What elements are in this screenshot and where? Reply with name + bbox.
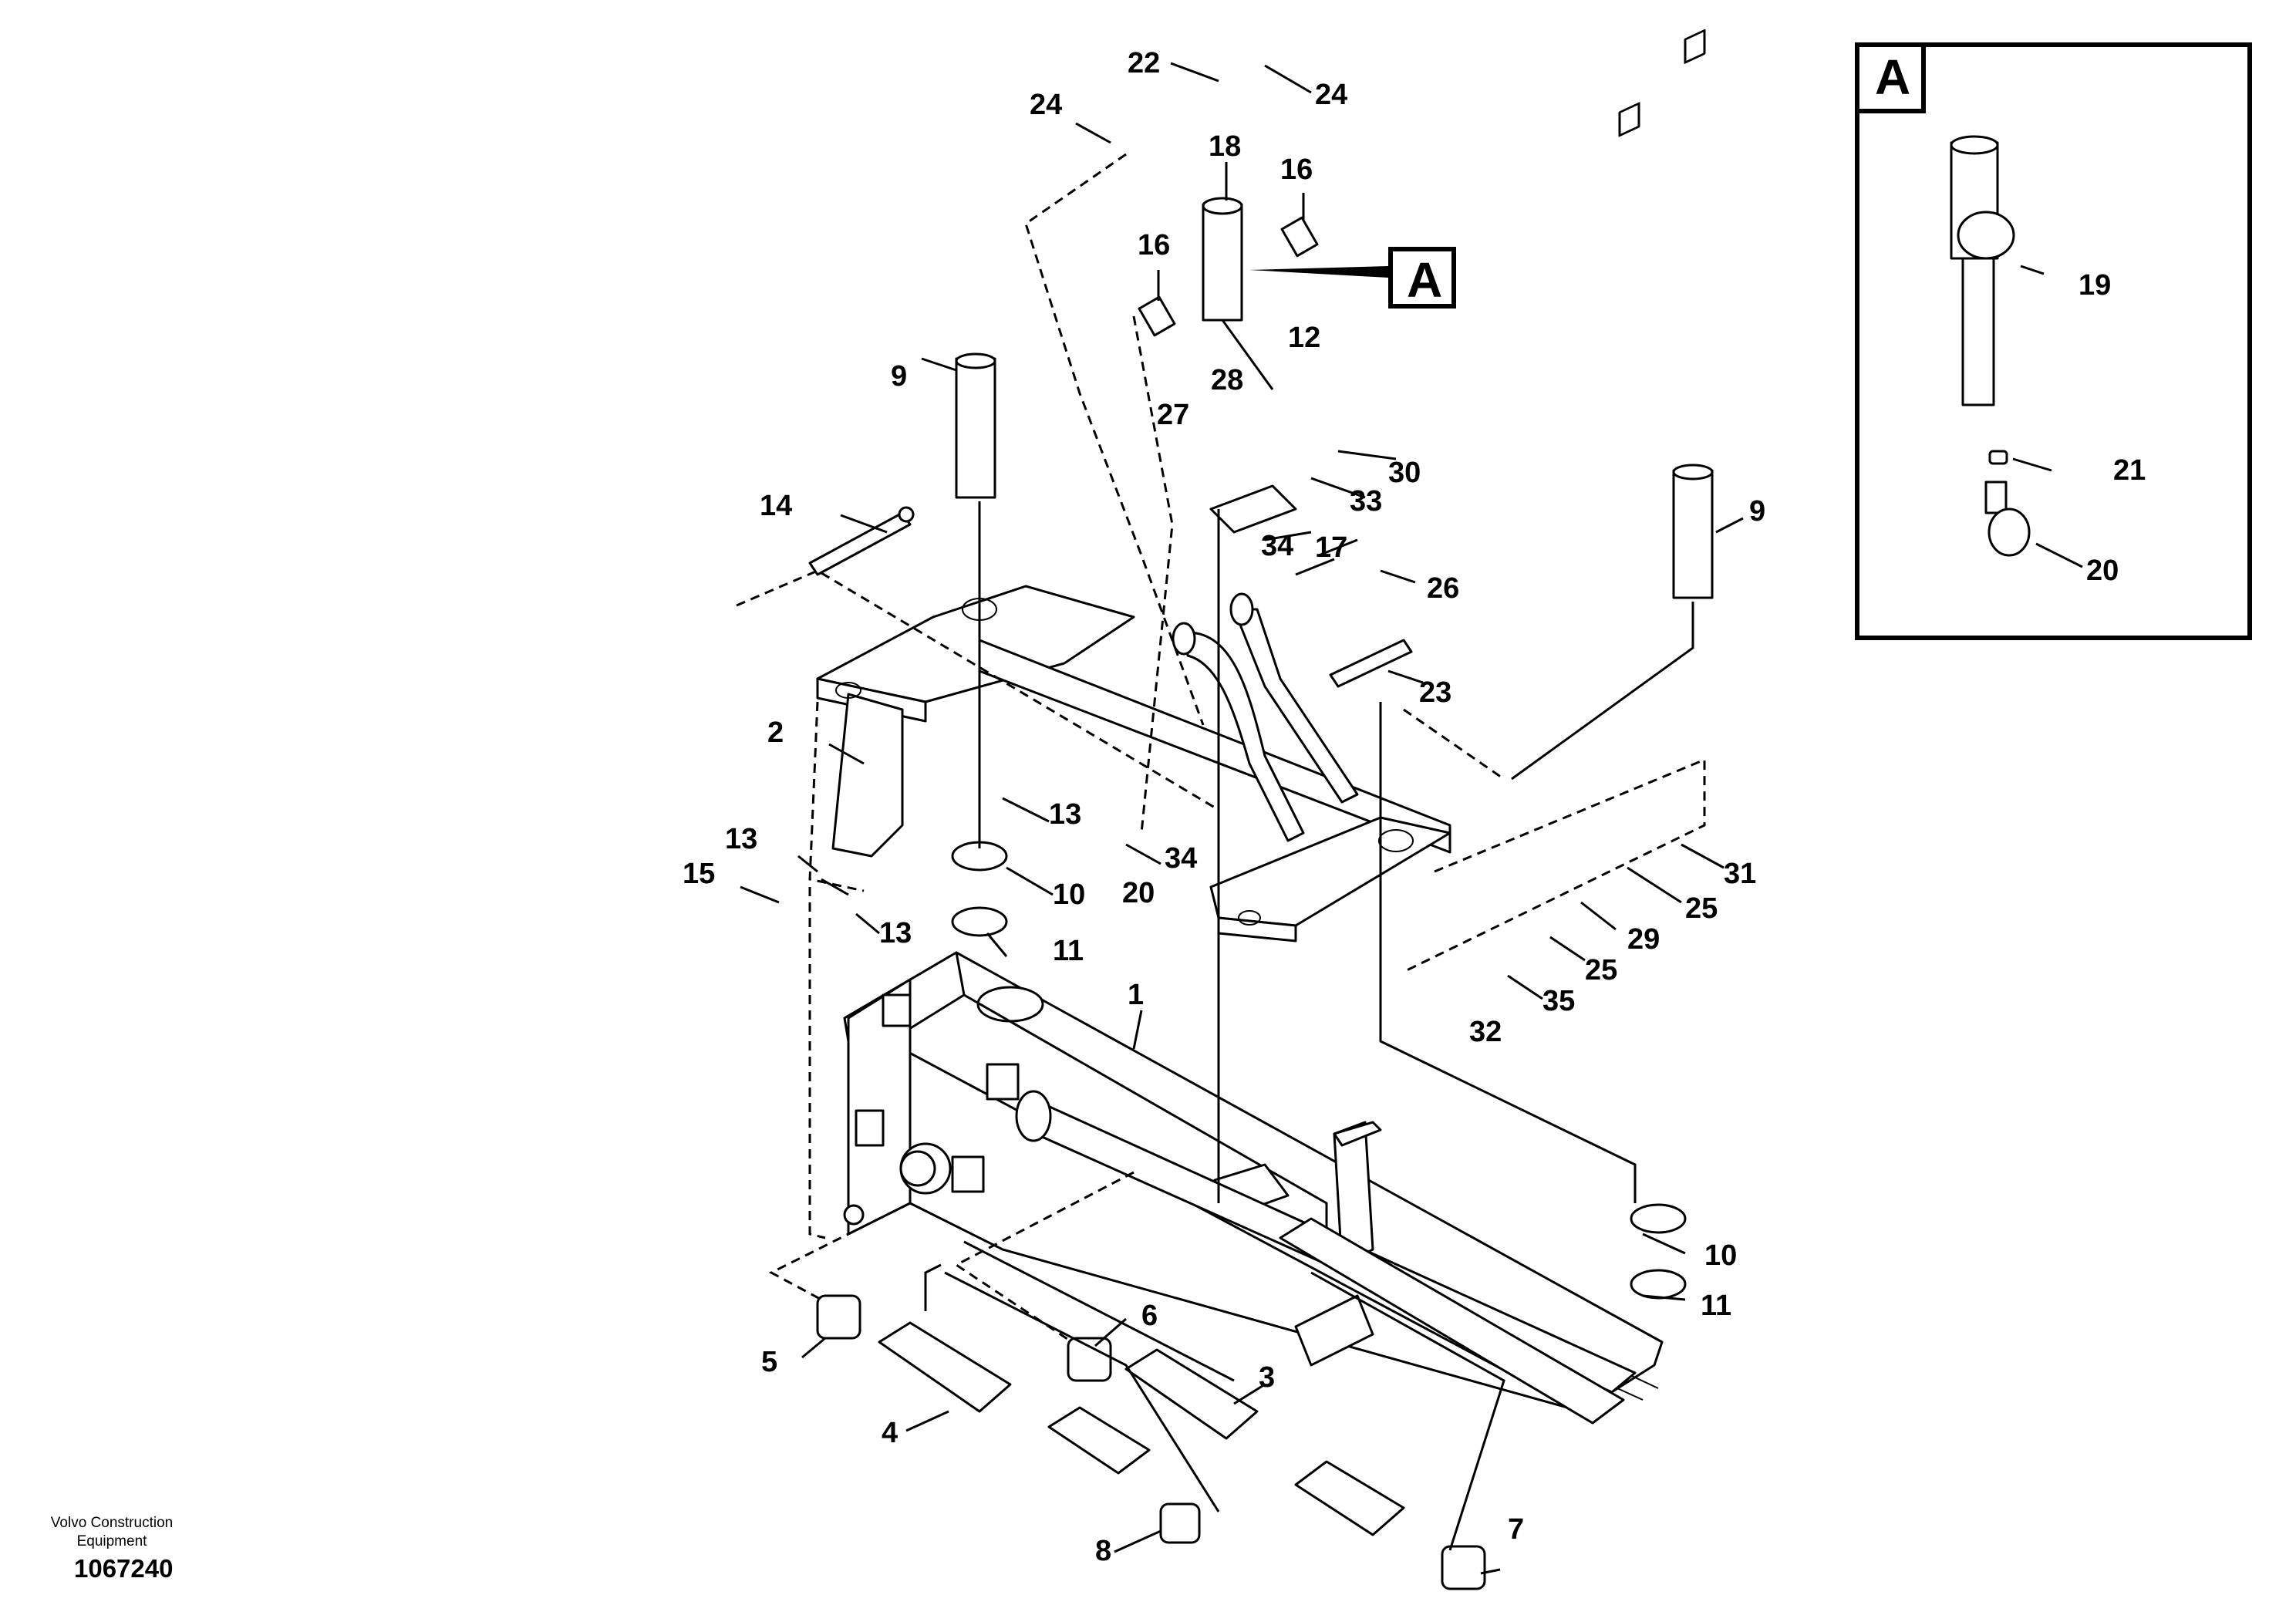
main-frame bbox=[843, 951, 1664, 1413]
callout-6: 6 bbox=[1141, 1300, 1158, 1332]
callout-16-top: 16 bbox=[1280, 153, 1313, 186]
callout-27: 27 bbox=[1157, 399, 1189, 431]
callout-9-left: 9 bbox=[891, 360, 907, 393]
callout-35: 35 bbox=[1542, 985, 1575, 1017]
callout-28: 28 bbox=[1211, 364, 1243, 396]
callout-32: 32 bbox=[1469, 1016, 1502, 1048]
brand-text: Volvo Construction Equipment bbox=[50, 1515, 174, 1549]
callout-21: 21 bbox=[2113, 454, 2146, 487]
callout-2: 2 bbox=[767, 717, 784, 749]
callout-20-main: 20 bbox=[1122, 877, 1155, 909]
callout-11-top: 11 bbox=[1053, 935, 1084, 967]
detail-a-label-box: A bbox=[1855, 42, 1926, 113]
callout-13-low: 13 bbox=[879, 917, 912, 949]
callout-10-bottom: 10 bbox=[1704, 1239, 1737, 1272]
callout-1: 1 bbox=[1128, 979, 1144, 1011]
callout-13-left: 13 bbox=[725, 823, 757, 855]
callout-7: 7 bbox=[1508, 1513, 1524, 1546]
callout-26: 26 bbox=[1427, 572, 1459, 605]
callout-29: 29 bbox=[1627, 923, 1660, 956]
callout-17: 17 bbox=[1315, 531, 1347, 564]
small-parts bbox=[808, 29, 1714, 1590]
drawing-number: 1067240 bbox=[74, 1554, 174, 1583]
callout-34-mid: 34 bbox=[1165, 842, 1197, 875]
detail-a-frame: A bbox=[1855, 42, 2252, 640]
callout-30: 30 bbox=[1388, 457, 1421, 489]
callout-16-left: 16 bbox=[1138, 229, 1170, 261]
callout-24-right: 24 bbox=[1315, 79, 1347, 111]
callout-9-right: 9 bbox=[1749, 495, 1765, 528]
callout-4: 4 bbox=[882, 1417, 898, 1449]
callout-19: 19 bbox=[2079, 269, 2111, 302]
callout-14: 14 bbox=[760, 490, 792, 522]
callout-3: 3 bbox=[1259, 1361, 1275, 1394]
upper-frame bbox=[816, 585, 1451, 943]
detail-pointer bbox=[1249, 266, 1388, 278]
callout-25-top: 25 bbox=[1685, 892, 1718, 925]
callout-5: 5 bbox=[761, 1346, 777, 1378]
callout-34-top: 34 bbox=[1261, 530, 1293, 562]
callout-33: 33 bbox=[1350, 485, 1382, 518]
detail-reference-letter: A bbox=[1407, 252, 1443, 308]
callout-11-bottom: 11 bbox=[1701, 1290, 1731, 1322]
callout-31: 31 bbox=[1724, 858, 1756, 890]
callout-20-detail: 20 bbox=[2086, 555, 2119, 587]
callout-10-top: 10 bbox=[1053, 878, 1085, 911]
detail-a-label: A bbox=[1875, 49, 1911, 105]
callout-12: 12 bbox=[1288, 322, 1320, 354]
callout-15: 15 bbox=[683, 858, 715, 890]
callout-18: 18 bbox=[1209, 130, 1241, 163]
detail-a-drawing bbox=[1950, 135, 2083, 568]
callout-23: 23 bbox=[1419, 676, 1451, 709]
callout-13-mid: 13 bbox=[1049, 798, 1081, 831]
callout-25-mid: 25 bbox=[1585, 954, 1617, 986]
callout-22: 22 bbox=[1128, 47, 1160, 79]
detail-reference-flag: A bbox=[1388, 247, 1456, 309]
callout-24-left: 24 bbox=[1030, 89, 1062, 121]
assembly-lines bbox=[736, 62, 1744, 1575]
callout-labels: 22 24 24 18 16 16 9 12 28 27 14 30 33 9 … bbox=[683, 47, 2146, 1567]
callout-8: 8 bbox=[1095, 1535, 1111, 1567]
